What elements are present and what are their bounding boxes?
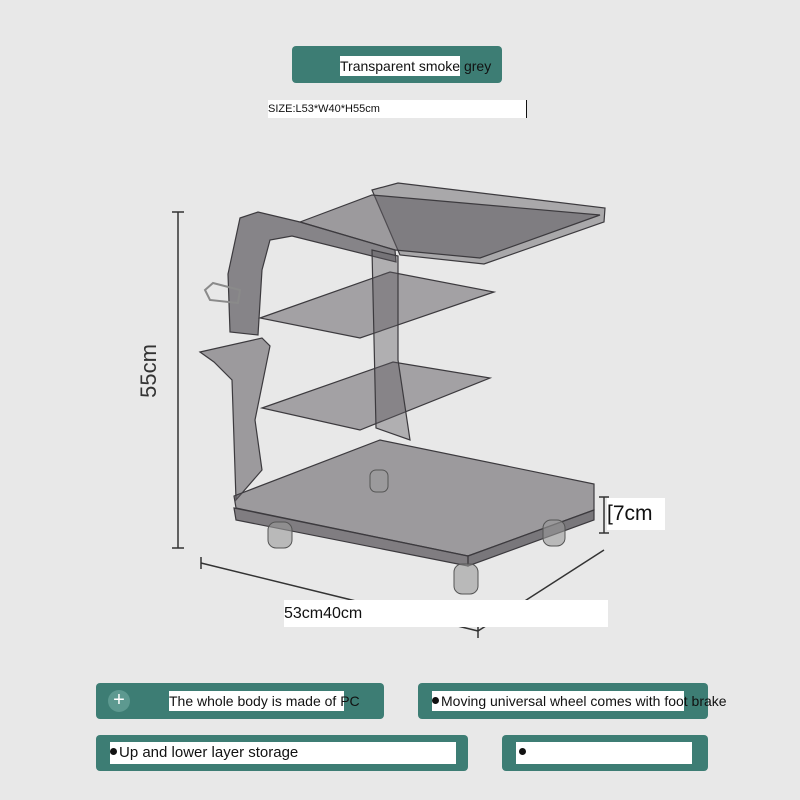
bullet-icon	[432, 697, 439, 704]
feature-wheel-text: Moving universal wheel comes with foot b…	[432, 691, 727, 711]
feature-empty-text	[516, 742, 692, 764]
color-label: Transparent smoke grey	[340, 56, 492, 76]
feature-storage-text: Up and lower layer storage	[110, 742, 456, 764]
wheel-right	[542, 519, 566, 547]
height-label: 55cm	[135, 344, 161, 398]
wheel-height-label: [7cm	[607, 498, 665, 530]
length-width-label: 53cm40cm	[284, 600, 608, 627]
wheels	[267, 469, 566, 595]
bullet-icon	[519, 748, 526, 755]
plus-icon: +	[108, 690, 130, 712]
height-dimension-line	[172, 211, 184, 549]
feature-storage-label: Up and lower layer storage	[119, 744, 299, 761]
wheel-dimension-line	[599, 496, 609, 534]
size-label: SIZE:L53*W40*H55cm	[268, 100, 527, 118]
bullet-icon	[110, 748, 117, 755]
feature-pc-text: The whole body is made of PC	[169, 691, 360, 711]
wheel-back	[369, 469, 389, 493]
wheel-front-center	[453, 563, 479, 595]
wheel-front-left	[267, 521, 293, 549]
feature-wheel-label: Moving universal wheel comes with foot b…	[441, 693, 727, 709]
size-text: SIZE:L53*W40*H55cm	[268, 103, 380, 115]
trolley	[198, 182, 606, 567]
